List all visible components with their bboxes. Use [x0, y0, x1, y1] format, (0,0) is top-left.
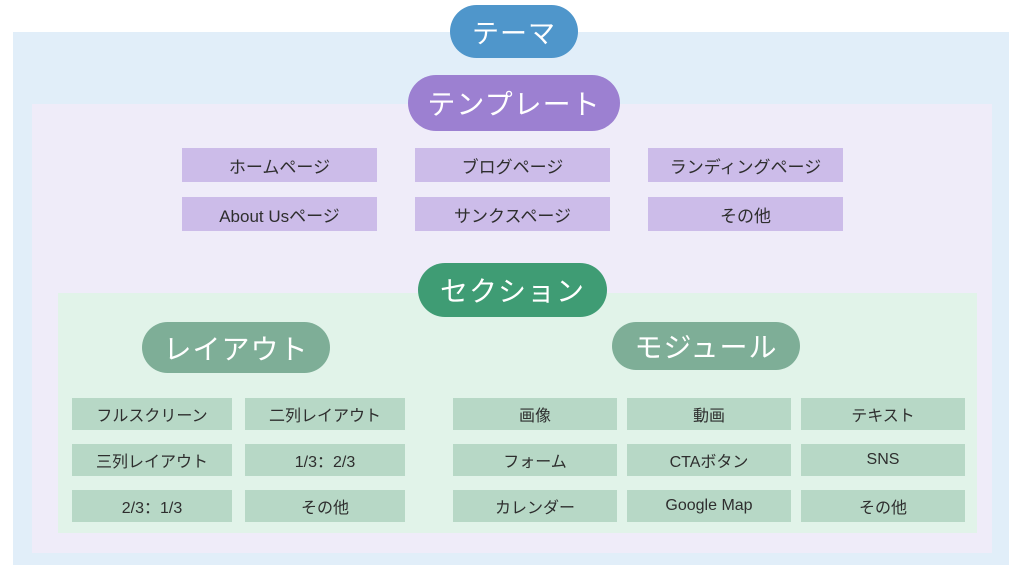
layout-item: 三列レイアウト [72, 444, 232, 476]
template-item: ブログページ [415, 148, 610, 182]
template-item: About Usページ [182, 197, 377, 231]
module-item: その他 [801, 490, 965, 522]
module-item: カレンダー [453, 490, 617, 522]
layout-item: 2/3：1/3 [72, 490, 232, 522]
module-item: Google Map [627, 490, 791, 522]
layout-badge: レイアウト [142, 322, 330, 373]
layout-item: フルスクリーン [72, 398, 232, 430]
module-badge: モジュール [612, 322, 800, 370]
layout-item: 二列レイアウト [245, 398, 405, 430]
section-badge: セクション [418, 263, 607, 317]
layout-items-grid: フルスクリーン 二列レイアウト 三列レイアウト 1/3：2/3 2/3：1/3 … [72, 398, 405, 522]
template-item: その他 [648, 197, 843, 231]
module-item: 動画 [627, 398, 791, 430]
module-item: CTAボタン [627, 444, 791, 476]
module-item: 画像 [453, 398, 617, 430]
template-item: ランディングページ [648, 148, 843, 182]
module-item: SNS [801, 444, 965, 476]
template-badge: テンプレート [408, 75, 620, 131]
template-items-grid: ホームページ ブログページ ランディングページ About Usページ サンクス… [182, 148, 843, 231]
theme-badge: テーマ [450, 5, 578, 58]
module-items-grid: 画像 動画 テキスト フォーム CTAボタン SNS カレンダー Google … [453, 398, 965, 522]
module-item: フォーム [453, 444, 617, 476]
layout-item: その他 [245, 490, 405, 522]
template-item: サンクスページ [415, 197, 610, 231]
layout-item: 1/3：2/3 [245, 444, 405, 476]
module-item: テキスト [801, 398, 965, 430]
template-item: ホームページ [182, 148, 377, 182]
